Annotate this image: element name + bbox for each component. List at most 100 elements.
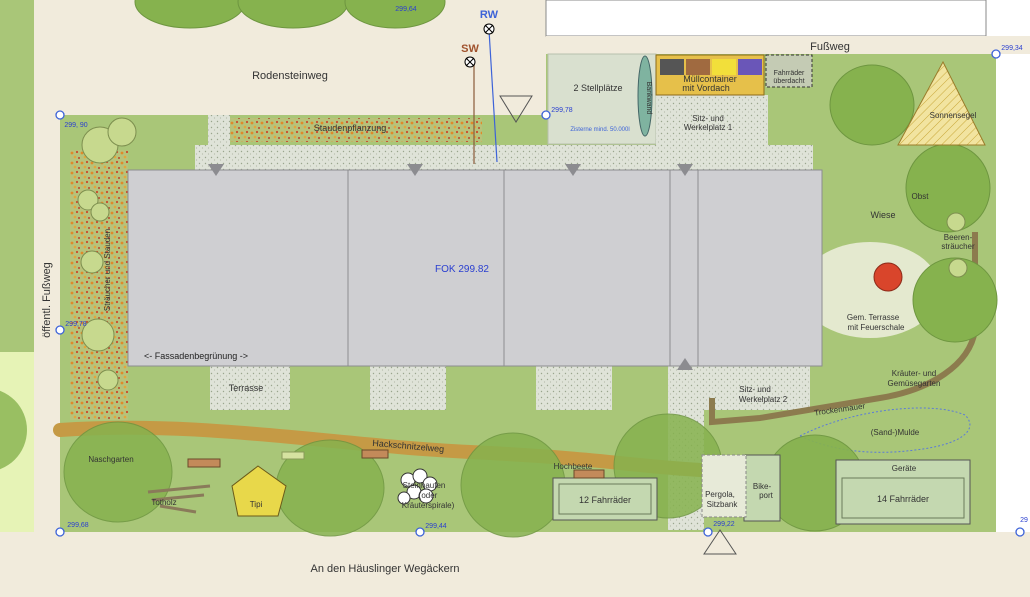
tree-s2 — [460, 432, 566, 538]
fruit-label: Obst — [912, 192, 930, 201]
height-label: 299,22 — [713, 521, 735, 528]
herb-spiral-label: Steinhaufen — [403, 481, 446, 490]
shrub — [80, 250, 104, 274]
shrub — [77, 189, 99, 211]
height-label: 299,78 — [65, 321, 87, 328]
tree-berries — [912, 257, 998, 343]
snack-garden-label: Naschgarten — [88, 455, 133, 464]
bikeport — [743, 454, 781, 522]
bikes14-label: 14 Fahrräder — [877, 494, 929, 504]
meadow-area — [800, 242, 940, 338]
entrance-triangle-north — [499, 95, 533, 123]
bin-slot — [686, 59, 710, 75]
bike-parking-12 — [552, 477, 658, 521]
footpath-west — [34, 115, 60, 532]
shrub — [107, 117, 137, 147]
paving-north — [195, 145, 813, 171]
bench-label: Bankwand — [645, 82, 652, 115]
raised-beds-label: Hochbeete — [554, 462, 593, 471]
bikes12-label: 12 Fahrräder — [579, 495, 631, 505]
building-level-label: FOK 299.82 — [435, 264, 489, 275]
herb-garden-label-2: Gemüsegarten — [888, 379, 941, 388]
entrance-marker — [407, 164, 423, 176]
raised-bed — [187, 458, 221, 468]
sun-sail — [897, 60, 986, 146]
tipi-label: Tipi — [250, 500, 263, 509]
entrance-marker — [677, 164, 693, 176]
tools-shed — [835, 459, 971, 525]
bench-wall — [637, 55, 653, 137]
entrance-marker — [208, 164, 224, 176]
height-label: 299,68 — [67, 522, 89, 529]
street-south-label: An den Häuslinger Wegäckern — [311, 563, 460, 575]
workshop1-label: Sitz- und — [692, 114, 724, 123]
facade-label: <- Fassadenbegrünung -> — [144, 351, 248, 361]
tipi — [231, 465, 287, 517]
terrace-fire-label: Gem. Terrasse — [847, 313, 900, 322]
herb-spiral — [397, 468, 438, 505]
bike-shelter-small — [765, 54, 813, 88]
bin-slot — [712, 59, 736, 75]
parking-label: 2 Stellplätze — [573, 83, 622, 93]
terrace-fire-label-2: mit Feuerschale — [848, 323, 905, 332]
terrace-3 — [536, 366, 612, 410]
perennial-bed — [230, 118, 482, 142]
terrace-2 — [370, 366, 446, 410]
footpath-northeast-label: Fußweg — [810, 41, 850, 53]
bikes-small-label-2: überdacht — [773, 78, 804, 85]
herb-spiral-label-3: Kräuterspirale) — [402, 501, 455, 510]
fire-bowl-icon — [873, 262, 903, 292]
tree-fruit-ne — [829, 64, 915, 146]
bin-slot — [660, 59, 684, 75]
height-label: 29 — [1020, 517, 1028, 524]
bin-slot — [738, 59, 762, 75]
sand-hollow — [798, 407, 971, 453]
street-south-area — [0, 532, 1030, 597]
herb-garden-label: Kräuter- und — [892, 369, 936, 378]
pergola-label: Pergola, — [705, 490, 735, 499]
footpath-north — [546, 36, 1030, 54]
perennial-label: Staudenpflanzung — [314, 123, 387, 133]
min-distance-label: Zisterne mind. 50.000l — [570, 127, 629, 133]
hedge-bed — [70, 150, 128, 420]
bike-parking-12-inner — [558, 483, 652, 515]
dry-stone-wall — [709, 232, 978, 426]
entrance-triangle-south — [703, 529, 737, 555]
deadwood-label: Totholz — [151, 498, 176, 507]
terrace-label: Terrasse — [229, 383, 264, 393]
footpath-west-label: öffentl. Fußweg — [41, 262, 53, 338]
sw-manhole — [464, 56, 476, 68]
green-strip-west — [0, 0, 34, 352]
deadwood — [147, 484, 211, 514]
height-label: 299,78 — [551, 107, 573, 114]
pergola — [701, 454, 747, 518]
rw-manhole — [483, 23, 495, 35]
rw-label: RW — [480, 9, 499, 21]
tree-west — [0, 390, 27, 470]
raised-bed — [281, 451, 305, 460]
entrance-marker — [565, 164, 581, 176]
neighbour-building — [545, 0, 987, 37]
street-north-label: Rodensteinweg — [252, 70, 328, 82]
bikeport-label: Bike- — [753, 482, 772, 491]
sw-label: SW — [461, 43, 479, 55]
sandpit-label: (Sand-)Mulde — [871, 428, 920, 437]
workshop1-label-2: Werkelplatz 1 — [684, 123, 733, 132]
raised-bed — [361, 449, 389, 459]
workshop-1-area — [656, 95, 768, 145]
bike-parking-14 — [841, 477, 965, 519]
meadow-label: Wiese — [870, 210, 895, 220]
berry-label-2: sträucher — [941, 242, 975, 251]
entrance-marker — [677, 358, 693, 370]
shrub — [90, 202, 110, 222]
workshop2-label-2: Werkelplatz 2 — [739, 395, 788, 404]
tools-label: Geräte — [892, 464, 917, 473]
berry-label: Beeren- — [944, 233, 973, 242]
raised-bed — [573, 469, 605, 479]
shrub-small — [946, 212, 966, 232]
shrub — [97, 369, 119, 391]
tree-north-3 — [344, 0, 446, 29]
rw-line — [488, 29, 498, 163]
strip-paving — [208, 115, 230, 145]
